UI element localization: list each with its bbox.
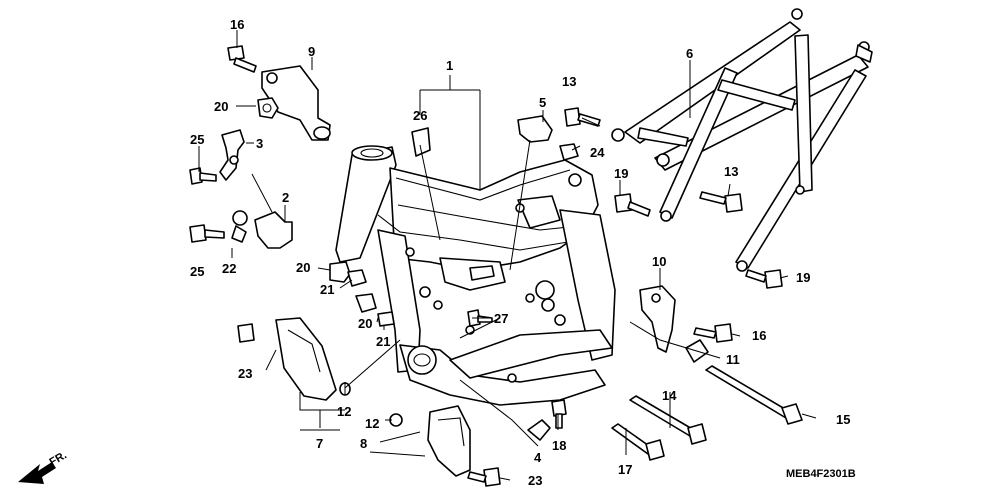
- callout-11: 11: [726, 352, 740, 367]
- bolt-13-right: [699, 191, 743, 213]
- clip-4: [527, 419, 551, 441]
- part-reference-code: MEB4F2301B: [786, 468, 856, 480]
- clamp-3: [219, 129, 245, 181]
- callout-14: 14: [662, 388, 677, 403]
- skid-guard-7: [237, 317, 337, 401]
- bolt-14: [629, 395, 707, 445]
- callout-13b: 13: [724, 164, 738, 179]
- rear-subframe: [611, 8, 873, 272]
- callout-15: 15: [836, 412, 850, 427]
- bolt-19-right: [745, 269, 783, 289]
- callout-2: 2: [282, 190, 289, 205]
- callout-25a: 25: [190, 132, 204, 147]
- callout-19a: 19: [614, 166, 628, 181]
- callout-18: 18: [552, 438, 566, 453]
- callout-21b: 21: [376, 334, 390, 349]
- bracket-2: [231, 210, 293, 249]
- callout-19b: 19: [796, 270, 810, 285]
- callout-10: 10: [652, 254, 666, 269]
- callout-21a: 21: [320, 282, 334, 297]
- bolt-25-lower: [189, 224, 225, 243]
- callout-3: 3: [256, 136, 263, 151]
- bolt-13-top: [564, 107, 601, 127]
- clip-26: [411, 127, 431, 157]
- bracket-10: [639, 285, 676, 353]
- skid-guard-8: [427, 405, 471, 477]
- callout-26: 26: [413, 108, 427, 123]
- callout-16b: 16: [752, 328, 766, 343]
- callout-12a: 12: [337, 404, 351, 419]
- callout-25b: 25: [190, 264, 204, 279]
- callout-7: 7: [316, 436, 323, 451]
- callout-20a: 20: [214, 99, 228, 114]
- main-frame: [335, 145, 616, 406]
- callout-24: 24: [590, 145, 605, 160]
- nut-20-top: [257, 97, 279, 119]
- callout-12b: 12: [365, 416, 379, 431]
- callout-23a: 23: [238, 366, 252, 381]
- bracket-5: [517, 115, 553, 143]
- callout-numbers: 1 2 3 4 5 6 7 8 9 10 11 12 12 13 13 14 1…: [190, 17, 850, 488]
- callout-17: 17: [618, 462, 632, 477]
- callout-9: 9: [308, 44, 315, 59]
- callout-16a: 16: [230, 17, 244, 32]
- bolt-16-top: [227, 45, 257, 73]
- leader-lines: [198, 30, 817, 481]
- bolt-24: [559, 143, 579, 161]
- bolt-23-lower: [467, 467, 501, 487]
- callout-1: 1: [446, 58, 453, 73]
- callout-5: 5: [539, 95, 546, 110]
- bolt-19-top: [614, 193, 651, 217]
- front-direction-arrow: FR.: [18, 449, 69, 484]
- callout-6: 6: [686, 46, 693, 61]
- callout-27: 27: [494, 311, 508, 326]
- bolt-17: [611, 423, 665, 461]
- bolt-15: [705, 365, 803, 425]
- callout-13a: 13: [562, 74, 576, 89]
- callout-4: 4: [534, 450, 542, 465]
- bolt-18: [551, 399, 567, 429]
- callout-20b: 20: [296, 260, 310, 275]
- callout-22: 22: [222, 261, 236, 276]
- bolt-16-right: [693, 323, 733, 343]
- callout-20c: 20: [358, 316, 372, 331]
- nuts-20-21: [329, 261, 395, 327]
- callout-23b: 23: [528, 473, 542, 488]
- callout-8: 8: [360, 436, 367, 451]
- bolt-25-top: [189, 167, 217, 185]
- front-direction-label: FR.: [48, 449, 69, 468]
